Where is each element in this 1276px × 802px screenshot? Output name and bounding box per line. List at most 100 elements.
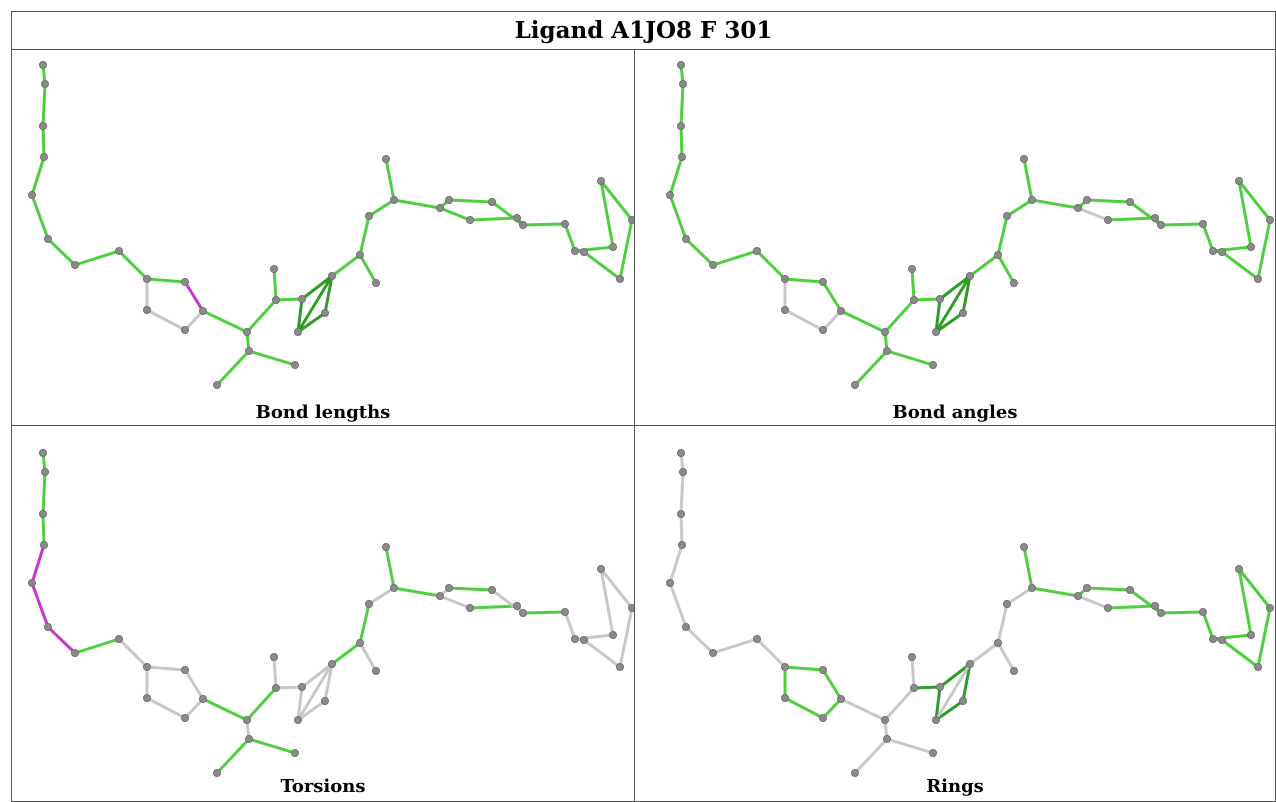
bond (934, 685, 942, 722)
bond (582, 250, 622, 281)
atom (1103, 215, 1112, 224)
bond (30, 581, 50, 629)
atom (597, 564, 606, 573)
bond (684, 237, 715, 267)
bond (599, 179, 634, 222)
bond (853, 737, 889, 775)
atom (850, 380, 859, 389)
bond (1159, 222, 1205, 227)
bond (296, 297, 304, 334)
bond (367, 586, 396, 606)
bond (910, 655, 916, 690)
molecule-rings (665, 448, 1275, 777)
bond (274, 297, 304, 302)
atom (44, 622, 53, 631)
atom (1254, 662, 1263, 671)
atom (780, 693, 789, 702)
bond (783, 277, 825, 284)
atom (269, 264, 278, 273)
atom (677, 60, 686, 69)
bond (41, 470, 47, 516)
atom (71, 260, 80, 269)
bond (183, 668, 205, 701)
bond (934, 699, 965, 722)
bond (1201, 610, 1215, 641)
bond (996, 214, 1009, 257)
bond (821, 697, 843, 720)
atom (38, 122, 47, 131)
atom (1266, 215, 1275, 224)
atom (40, 468, 49, 477)
bond (447, 198, 494, 204)
atom (444, 583, 453, 592)
bond (968, 641, 1000, 666)
bond (41, 512, 46, 547)
atom (435, 203, 444, 212)
atom (609, 242, 618, 251)
atom (465, 603, 474, 612)
bond (934, 297, 942, 334)
atom (71, 648, 80, 657)
atom (1009, 666, 1018, 675)
bond (201, 697, 249, 722)
bond (296, 662, 334, 722)
atom (679, 468, 688, 477)
atom (198, 694, 207, 703)
atom (271, 295, 280, 304)
atom (40, 79, 49, 88)
atom (1218, 247, 1227, 256)
atom (665, 190, 674, 199)
atom (616, 274, 625, 283)
panel-torsions: Torsions (11, 425, 635, 802)
bond (996, 602, 1009, 645)
molecule-bond-lengths (27, 60, 634, 389)
atom (180, 665, 189, 674)
bond (46, 237, 77, 267)
atom (518, 220, 527, 229)
bond (183, 280, 205, 313)
atom (115, 634, 124, 643)
bond (30, 543, 46, 585)
bond (392, 198, 442, 210)
panel-bond-lengths: Bond lengths (11, 49, 635, 426)
atom (1009, 278, 1018, 287)
atom (709, 648, 718, 657)
bond (853, 349, 889, 387)
bond (910, 267, 916, 302)
bond (46, 625, 77, 655)
bond (938, 274, 972, 301)
bond (330, 253, 362, 278)
bond (1085, 586, 1132, 592)
atom (907, 264, 916, 273)
panel-bond-angles: Bond angles (634, 49, 1276, 426)
atom (665, 578, 674, 587)
bond (599, 179, 615, 249)
atom (320, 696, 329, 705)
atom (518, 608, 527, 617)
bond (563, 222, 577, 253)
bond (296, 685, 304, 722)
bond (755, 637, 787, 669)
atom (561, 219, 570, 228)
bond (1256, 218, 1272, 281)
bond (384, 545, 396, 590)
atom (244, 734, 253, 743)
bond (323, 662, 334, 703)
atom (180, 325, 189, 334)
atom (931, 715, 940, 724)
atom (27, 578, 36, 587)
atom (1247, 630, 1256, 639)
atom (818, 665, 827, 674)
bond (1201, 222, 1215, 253)
atom (935, 682, 944, 691)
bond (358, 253, 378, 285)
atom (44, 234, 53, 243)
bond (274, 685, 304, 690)
atom (244, 346, 253, 355)
bond (145, 696, 187, 720)
bond (468, 604, 519, 610)
bond (961, 274, 972, 315)
atom (1209, 634, 1218, 643)
atom (571, 634, 580, 643)
atom (381, 155, 390, 164)
